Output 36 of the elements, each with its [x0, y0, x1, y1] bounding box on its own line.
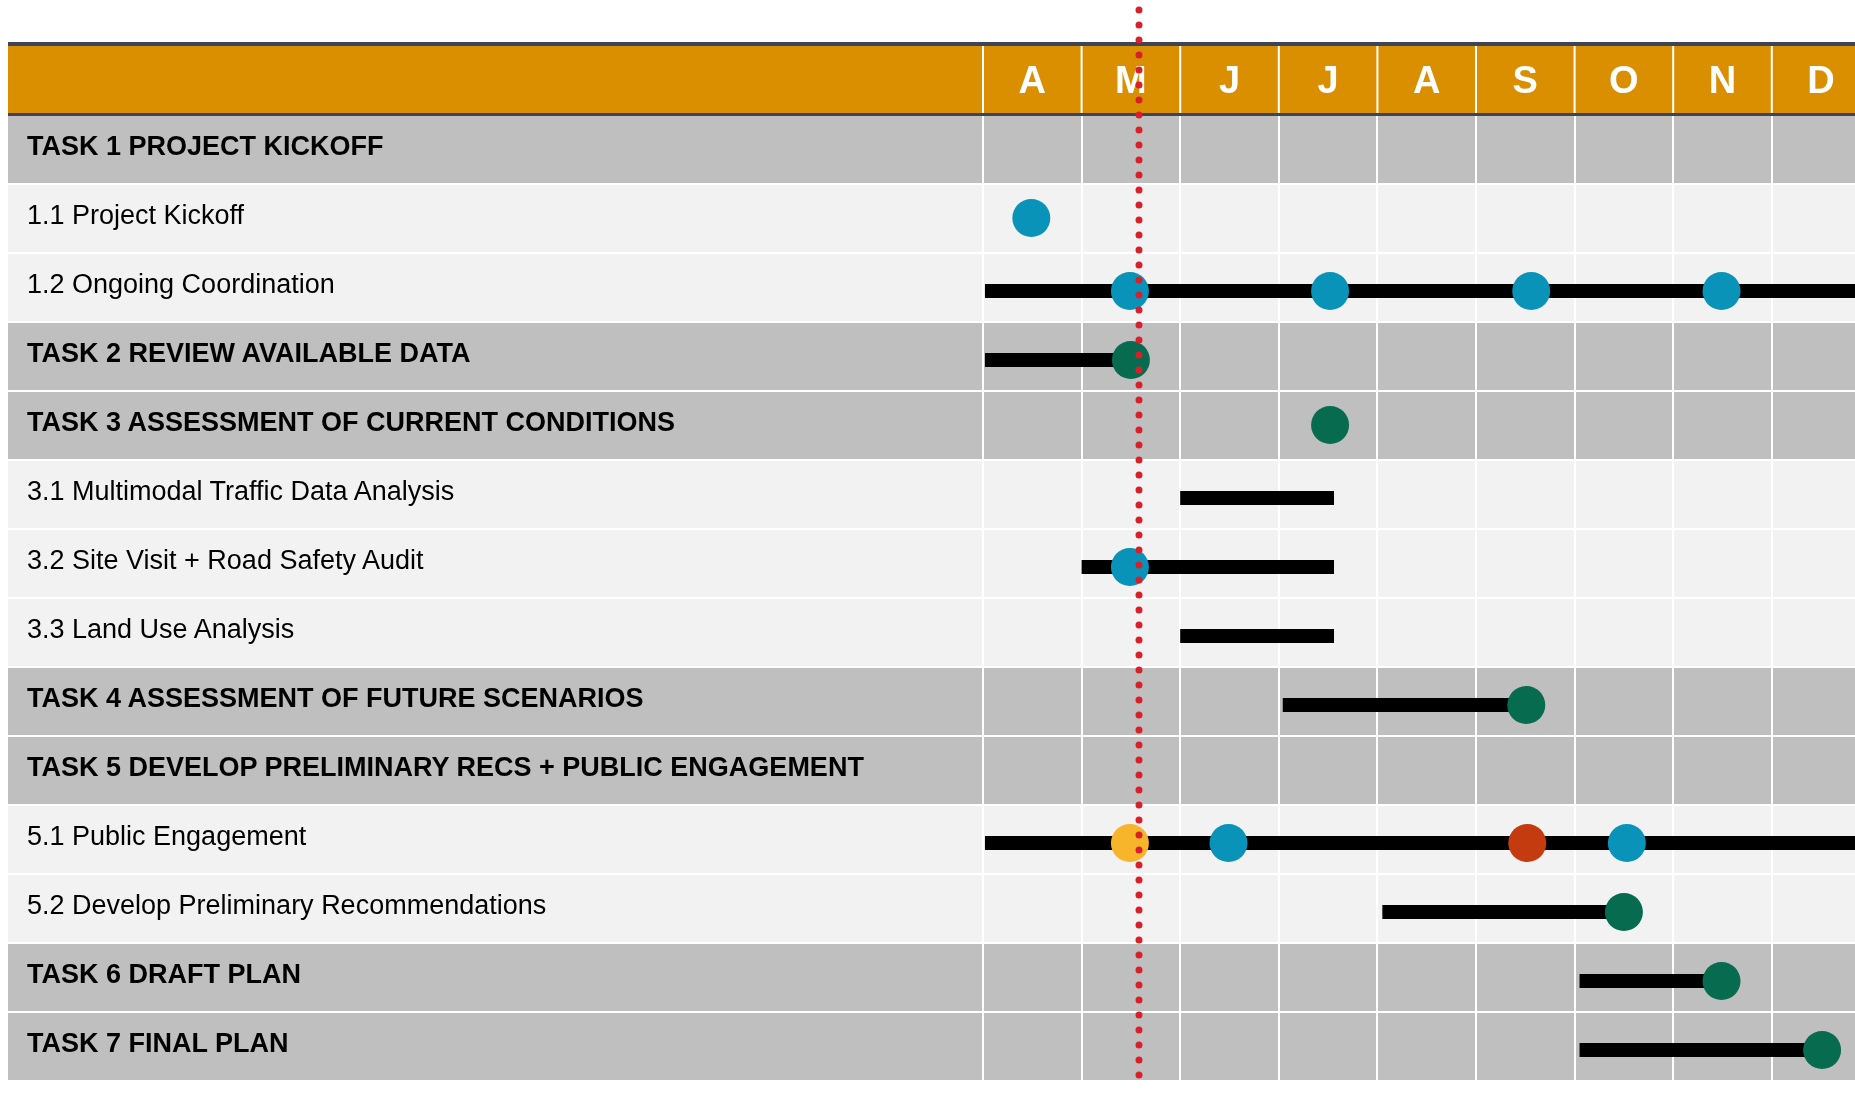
month-label: O	[1608, 58, 1640, 103]
task-heading: TASK 7 FINAL PLAN	[27, 1027, 289, 1060]
task-heading: TASK 4 ASSESSMENT OF FUTURE SCENARIOS	[27, 682, 644, 715]
subtask-row	[8, 806, 1855, 873]
month-label: J	[1316, 58, 1340, 103]
task-heading: TASK 1 PROJECT KICKOFF	[27, 130, 384, 163]
month-label: A	[1017, 58, 1047, 103]
task-heading: TASK 5 DEVELOP PRELIMINARY RECS + PUBLIC ENGAGEMENT	[27, 751, 864, 784]
month-label: N	[1707, 58, 1738, 103]
task-row	[8, 392, 1855, 459]
subtask-label: 1.2 Ongoing Coordination	[27, 268, 335, 301]
subtask-label: 1.1 Project Kickoff	[27, 199, 245, 232]
task-row	[8, 116, 1855, 183]
subtask-row	[8, 875, 1855, 942]
subtask-row	[8, 530, 1855, 597]
subtask-label: 5.2 Develop Preliminary Recommendations	[27, 889, 547, 922]
month-label: D	[1806, 58, 1836, 103]
task-row	[8, 323, 1855, 390]
subtask-row	[8, 461, 1855, 528]
task-row	[8, 1013, 1855, 1080]
task-row	[8, 737, 1855, 804]
subtask-label: 3.2 Site Visit + Road Safety Audit	[27, 544, 424, 577]
subtask-row	[8, 254, 1855, 321]
month-label: J	[1217, 58, 1242, 103]
task-heading: TASK 6 DRAFT PLAN	[27, 958, 301, 991]
task-heading: TASK 2 REVIEW AVAILABLE DATA	[27, 337, 471, 370]
month-label: S	[1511, 58, 1539, 103]
subtask-label: 3.1 Multimodal Traffic Data Analysis	[27, 475, 455, 508]
task-row	[8, 944, 1855, 1011]
subtask-row	[8, 185, 1855, 252]
month-label: A	[1411, 58, 1442, 103]
task-heading: TASK 3 ASSESSMENT OF CURRENT CONDITIONS	[27, 406, 676, 439]
subtask-label: 5.1 Public Engagement	[27, 820, 307, 853]
subtask-row	[8, 599, 1855, 666]
subtask-label: 3.3 Land Use Analysis	[27, 613, 295, 646]
task-row	[8, 668, 1855, 735]
